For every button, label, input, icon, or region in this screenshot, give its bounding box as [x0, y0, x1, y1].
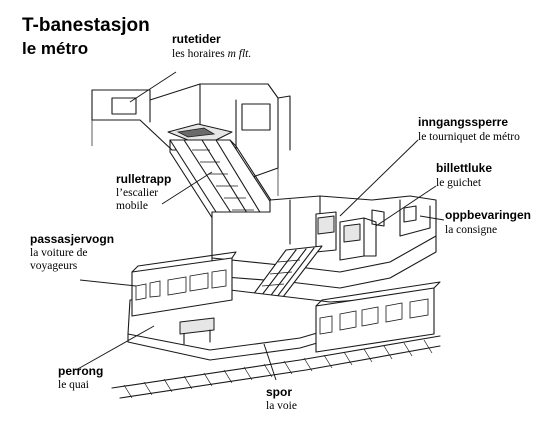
ticket-booth — [315, 209, 385, 261]
translation-oppbevaringen: la consigne — [445, 224, 498, 236]
right-train-car — [315, 281, 441, 353]
label-passasjervogn: passasjervogn — [30, 232, 115, 246]
label-billettluke: billettluke — [436, 161, 493, 175]
label-rulletrapp: rulletrapp — [116, 172, 172, 186]
translation-billettluke: le guichet — [436, 177, 482, 189]
page-subtitle: le métro — [22, 39, 89, 58]
label-perrong: perrong — [58, 364, 104, 378]
page-title: T-banestasjon — [22, 15, 150, 36]
left-train-car — [131, 251, 237, 317]
translation-inngangssperre: le tourniquet de métro — [418, 131, 520, 143]
label-leaders — [75, 71, 445, 381]
translation-spor: la voie — [266, 400, 297, 412]
upper-escalator-landing — [167, 123, 233, 141]
translation-perrong: le quai — [58, 379, 89, 391]
rail-tracks — [111, 335, 441, 399]
translation-rutetider: les horaires m flt. — [172, 48, 252, 60]
label-oppbevaringen: oppbevaringen — [445, 208, 532, 222]
label-spor: spor — [266, 385, 293, 399]
label-inngangssperre: inngangssperre — [418, 115, 509, 129]
label-rutetider: rutetider — [172, 32, 221, 46]
